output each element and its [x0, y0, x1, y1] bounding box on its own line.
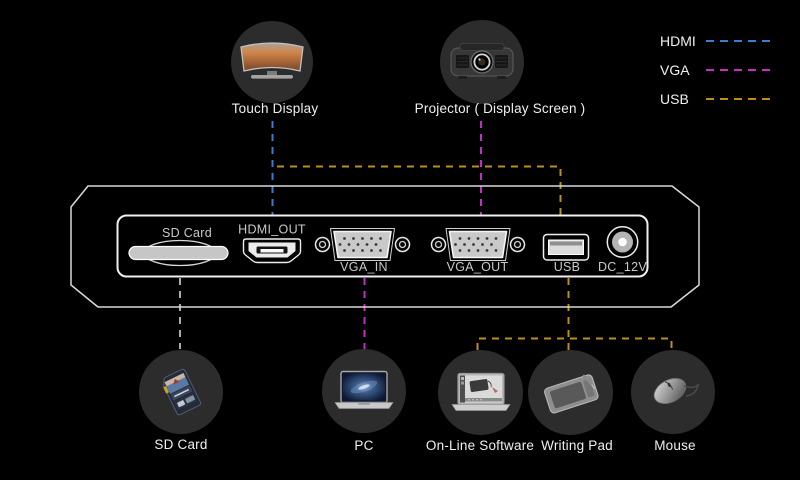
mouse-label: Mouse: [654, 438, 696, 453]
online-software-label: On-Line Software: [425, 438, 535, 453]
projector-node: [440, 20, 524, 104]
sd-card-slot: [128, 239, 229, 267]
legend-usb-label: USB: [660, 91, 689, 107]
dc-12v-label: DC_12V: [598, 260, 647, 274]
hdmi-dash-line-icon: [706, 40, 776, 42]
pc-node: [322, 349, 406, 433]
online-software-node: [438, 350, 523, 435]
sd-card-slot-label: SD Card: [162, 226, 212, 240]
usb-touch-connection-line: [277, 165, 562, 215]
usb-port-label: USB: [554, 260, 581, 274]
mouse-icon: [653, 378, 700, 404]
legend-item-usb: USB: [660, 89, 776, 109]
vga-dash-line-icon: [706, 69, 776, 71]
writing-pad-icon: [543, 373, 599, 413]
legend-item-vga: VGA: [660, 60, 776, 80]
touch-display-icon: [240, 42, 304, 79]
pc-label: PC: [354, 438, 374, 453]
touch-display-node: [231, 21, 313, 103]
usb-dash-line-icon: [706, 98, 776, 100]
online-software-icon: [450, 372, 511, 411]
sd-card-icon: [163, 368, 202, 416]
sd-card-node: [139, 350, 223, 434]
touch-display-label: Touch Display: [231, 101, 319, 116]
legend-hdmi-label: HDMI: [660, 33, 696, 49]
vga-out-label: VGA_OUT: [447, 260, 509, 274]
legend: HDMI VGA USB: [660, 31, 776, 118]
legend-item-hdmi: HDMI: [660, 31, 776, 51]
projector-icon: [450, 43, 514, 79]
pc-laptop-icon: [334, 370, 394, 409]
sd-card-device-label: SD Card: [154, 437, 208, 452]
usb-branch-connection-line: [476, 337, 673, 350]
vga-in-port: [314, 228, 411, 261]
mouse-node: [631, 350, 715, 434]
projector-label: Projector ( Display Screen ): [414, 101, 586, 116]
writing-pad-label: Writing Pad: [541, 438, 613, 453]
hdmi-out-label: HDMI_OUT: [238, 223, 306, 237]
usb-port: [542, 233, 590, 261]
hdmi-out-port: [242, 238, 302, 264]
vga-in-label: VGA_IN: [340, 260, 388, 274]
dc-12v-jack: [606, 226, 639, 258]
vga-out-port: [430, 228, 526, 261]
legend-vga-label: VGA: [660, 62, 690, 78]
writing-pad-node: [528, 350, 613, 435]
device-outline: [70, 185, 700, 308]
device-rear-panel: [116, 214, 649, 278]
